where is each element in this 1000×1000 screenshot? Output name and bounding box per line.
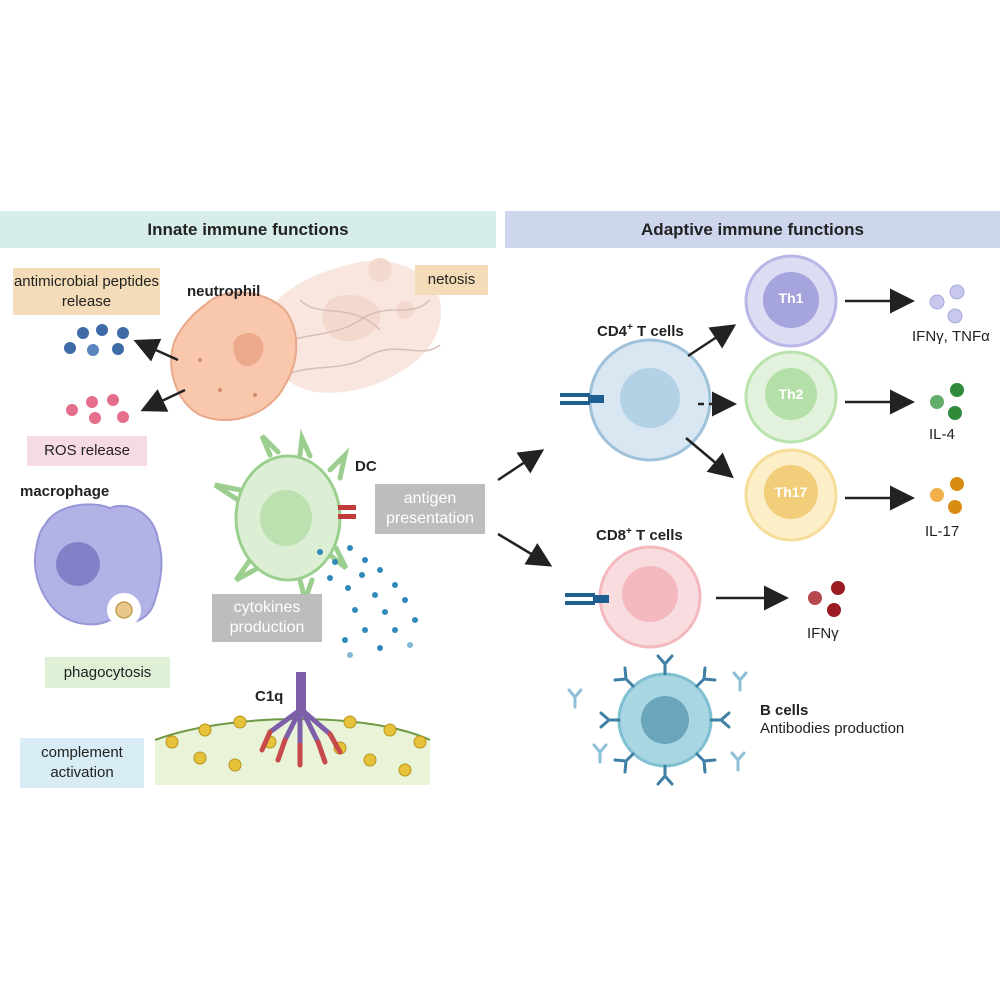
th2-output-label: IL-4: [929, 426, 955, 443]
cd8-t-cells-label: CD8+ T cells: [596, 526, 683, 544]
th1-cell: [744, 254, 838, 348]
th1-label: Th1: [778, 290, 804, 306]
b-cell: [567, 654, 748, 786]
cytokine-dots: [317, 545, 418, 658]
cd4-t-cell: [560, 338, 712, 462]
antigen-presentation-label: antigen presentation: [375, 484, 485, 534]
neutrophil-cell: [170, 291, 298, 422]
th1-cytokines: [929, 284, 965, 324]
c1q-molecule: [259, 672, 343, 768]
th2-label: Th2: [778, 386, 804, 402]
th17-cell: [744, 448, 838, 542]
th1-output-label: IFNγ, TNFα: [912, 328, 990, 345]
macrophage-label: macrophage: [20, 483, 110, 500]
innate-header: Innate immune functions: [0, 211, 496, 248]
c1q-label: C1q: [255, 688, 284, 705]
phagocytosis-label: phagocytosis: [45, 657, 170, 688]
cd8-output-label: IFNγ: [807, 625, 839, 642]
arrow-cd4-th1: [687, 324, 737, 358]
cd8-t-cell: [565, 545, 702, 649]
antibodies-production-label: Antibodies production: [760, 720, 905, 737]
th17-label: Th17: [774, 484, 808, 500]
neutrophil-label: neutrophil: [187, 283, 261, 300]
arrow-to-cd4: [497, 449, 545, 482]
complement-activation-label: complement activation: [20, 738, 144, 788]
antimicrobial-peptides-label: antimicrobial peptides release: [13, 268, 160, 315]
th17-output-label: IL-17: [925, 523, 960, 540]
cd4-t-cells-label: CD4+ T cells: [597, 322, 684, 340]
th2-cell: [744, 350, 838, 444]
adaptive-header: Adaptive immune functions: [505, 211, 1000, 248]
netosis-label: netosis: [415, 265, 488, 295]
macrophage-cell: [34, 503, 163, 627]
arrow-neutrophil-peptides: [133, 338, 179, 362]
arrow-cd4-th17: [685, 437, 734, 479]
cd8-cytokines: [808, 581, 845, 617]
cytokines-production-label: cytokines production: [212, 594, 322, 642]
th2-cytokines: [930, 383, 964, 420]
ros-release-label: ROS release: [27, 436, 147, 466]
complement-membrane: [154, 715, 431, 785]
ros-molecules: [66, 394, 129, 424]
arrow-neutrophil-ros: [140, 388, 186, 412]
netosis-illustration: [259, 258, 441, 393]
antimicrobial-peptides: [64, 324, 129, 356]
th17-cytokines: [930, 477, 964, 514]
dc-label: DC: [355, 458, 377, 475]
dendritic-cell: [213, 428, 356, 609]
b-cells-label: B cells: [760, 702, 809, 719]
arrow-to-cd8: [497, 532, 553, 567]
